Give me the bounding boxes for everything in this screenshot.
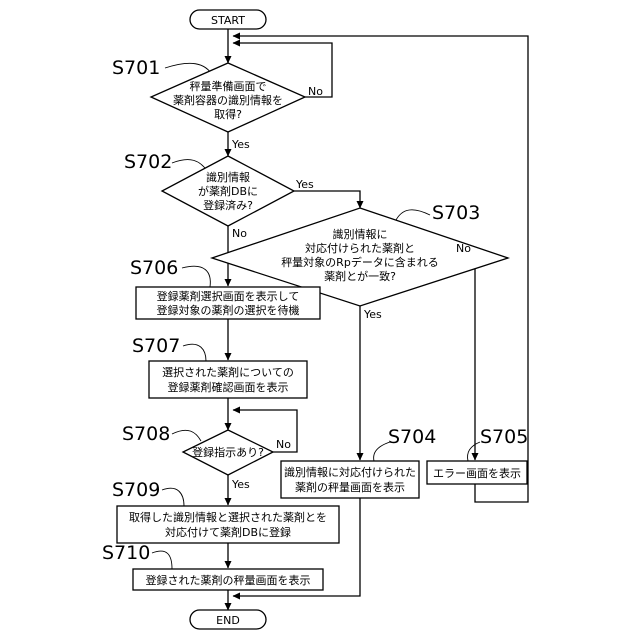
s709-label: S709	[112, 479, 160, 501]
s708-yes-label: Yes	[231, 478, 250, 491]
leader-s708	[172, 430, 201, 441]
process-s704: 識別情報に対応付けられた 薬剤の秤量画面を表示	[281, 461, 419, 498]
start-terminal: START	[190, 10, 266, 29]
s703-line-3: 秤量対象のRpデータに含まれる	[281, 255, 439, 269]
s702-line-2: が薬剤DBに	[198, 184, 258, 198]
s708-no-label: No	[276, 438, 291, 451]
s710-label: S710	[102, 542, 150, 564]
leader-s707	[183, 344, 206, 361]
s701-line-2: 薬剤容器の識別情報を	[173, 93, 283, 107]
s709-line-1: 取得した識別情報と選択された薬剤とを	[129, 510, 327, 524]
s704-label: S704	[388, 426, 436, 448]
s706-label: S706	[130, 257, 178, 279]
s706-line-2: 登録対象の薬剤の選択を待機	[157, 303, 300, 317]
s707-line-1: 選択された薬剤についての	[162, 365, 294, 379]
edge-s702-yes	[294, 191, 360, 208]
s702-line-3: 登録済み?	[203, 198, 253, 212]
s702-line-1: 識別情報	[206, 171, 250, 184]
s709-line-2: 対応付けて薬剤DBに登録	[165, 525, 291, 539]
process-s706: 登録薬剤選択画面を表示して 登録対象の薬剤の選択を待機	[136, 287, 320, 319]
s701-yes-label: Yes	[231, 138, 250, 151]
s703-line-4: 薬剤とが一致?	[324, 269, 396, 283]
s708-label: S708	[122, 423, 170, 445]
end-text: END	[216, 614, 240, 627]
s705-line-1: エラー画面を表示	[433, 466, 521, 480]
s705-label: S705	[480, 426, 528, 448]
end-terminal: END	[190, 610, 266, 629]
s701-label: S701	[112, 57, 160, 79]
leader-s710	[152, 551, 172, 569]
s707-label: S707	[132, 335, 180, 357]
start-text: START	[211, 14, 245, 27]
s704-line-2: 薬剤の秤量画面を表示	[295, 480, 405, 494]
s701-no-label: No	[308, 85, 323, 98]
s702-yes-label: Yes	[295, 178, 314, 191]
s704-line-1: 識別情報に対応付けられた	[284, 465, 416, 479]
leader-s705	[468, 442, 481, 461]
s701-line-1: 秤量準備画面で	[190, 79, 267, 93]
process-s710: 登録された薬剤の秤量画面を表示	[133, 569, 323, 590]
s703-no-label: No	[456, 242, 471, 255]
decision-s708: 登録指示あり?	[183, 430, 273, 475]
s702-no-label: No	[232, 227, 247, 240]
s703-label: S703	[432, 202, 480, 224]
process-s707: 選択された薬剤についての 登録薬剤確認画面を表示	[149, 361, 307, 398]
decision-s702: 識別情報 が薬剤DBに 登録済み?	[162, 156, 294, 226]
decision-s701: 秤量準備画面で 薬剤容器の識別情報を 取得?	[151, 63, 305, 132]
leader-s706	[182, 266, 210, 287]
s701-line-3: 取得?	[214, 108, 242, 121]
leader-s709	[162, 488, 184, 506]
s702-label: S702	[124, 151, 172, 173]
s707-line-2: 登録薬剤確認画面を表示	[168, 380, 289, 394]
s710-line-1: 登録された薬剤の秤量画面を表示	[146, 573, 311, 587]
s703-line-2: 対応付けられた薬剤と	[305, 241, 415, 255]
s703-line-1: 識別情報に	[333, 228, 388, 241]
s706-line-1: 登録薬剤選択画面を表示して	[157, 289, 300, 303]
s703-yes-label: Yes	[363, 308, 382, 321]
process-s709: 取得した識別情報と選択された薬剤とを 対応付けて薬剤DBに登録	[117, 506, 339, 543]
s708-line-1: 登録指示あり?	[192, 445, 264, 459]
process-s705: エラー画面を表示	[427, 461, 527, 484]
